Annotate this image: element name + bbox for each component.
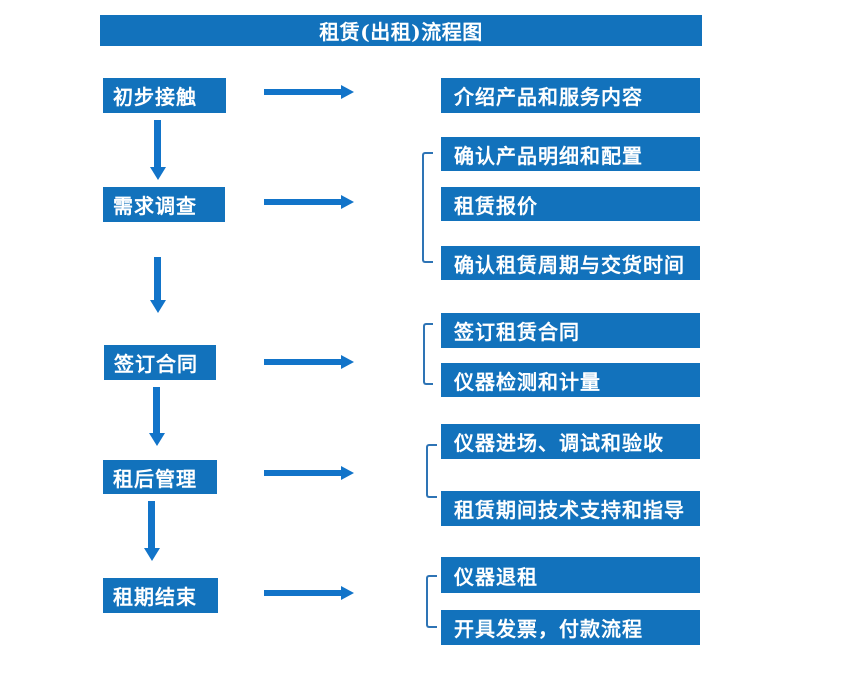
down-arrow-icon [148,387,165,446]
right-arrow-icon [264,355,354,369]
arrow-shaft [154,257,161,300]
detail-box-confirm-period-delivery: 确认租赁周期与交货时间 [441,246,700,280]
detail-box-invoice-payment: 开具发票，付款流程 [441,610,700,645]
arrow-head [148,433,165,446]
stage-box-initial-contact: 初步接触 [103,78,226,113]
detail-box-introduce-products: 介绍产品和服务内容 [441,78,700,113]
arrow-shaft [264,590,341,596]
group-bracket-icon [423,323,433,385]
detail-box-instrument-inspection: 仪器检测和计量 [441,363,700,397]
group-bracket-icon [426,444,437,498]
arrow-shaft [264,89,341,95]
group-bracket-icon [422,152,433,263]
down-arrow-icon [149,120,166,180]
detail-box-instrument-setup-acceptance: 仪器进场、调试和验收 [441,424,700,459]
detail-box-sign-rental-contract: 签订租赁合同 [441,313,700,348]
right-arrow-icon [264,195,354,209]
group-bracket-icon [426,575,437,628]
arrow-shaft [264,199,341,205]
arrow-head [143,548,160,561]
arrow-head [341,466,354,480]
right-arrow-icon [264,586,354,600]
down-arrow-icon [149,257,166,313]
arrow-head [341,195,354,209]
detail-box-rental-quotation: 租赁报价 [441,187,700,221]
stage-box-demand-survey: 需求调查 [103,187,225,222]
arrow-head [341,586,354,600]
detail-box-confirm-product-config: 确认产品明细和配置 [441,137,700,171]
arrow-head [149,300,166,313]
arrow-shaft [264,470,341,476]
stage-box-sign-contract: 签订合同 [104,345,216,380]
right-arrow-icon [264,85,354,99]
detail-box-instrument-return: 仪器退租 [441,557,700,593]
down-arrow-icon [143,501,160,561]
arrow-shaft [148,501,155,548]
stage-box-post-rental-management: 租后管理 [103,460,217,494]
arrow-shaft [264,359,341,365]
arrow-head [149,167,166,180]
stage-box-rental-end: 租期结束 [103,578,218,613]
flowchart-title: 租赁(出租)流程图 [100,15,702,46]
arrow-head [341,85,354,99]
arrow-head [341,355,354,369]
arrow-shaft [153,387,160,433]
right-arrow-icon [264,466,354,480]
arrow-shaft [154,120,161,167]
detail-box-technical-support: 租赁期间技术支持和指导 [441,491,700,526]
